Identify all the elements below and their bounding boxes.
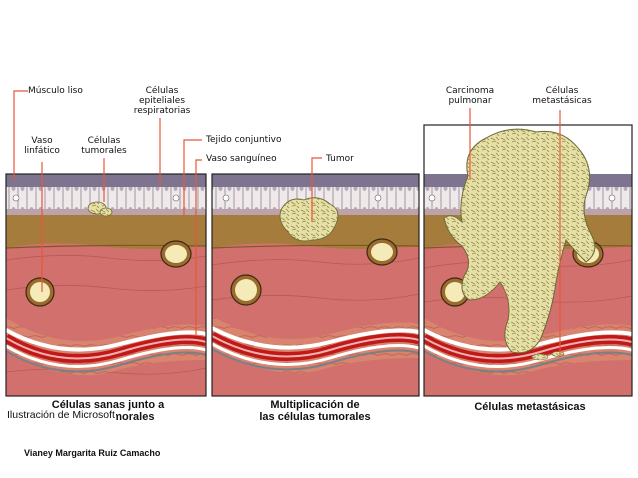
caption-panel3: Células metastásicas (474, 401, 586, 413)
label-celulas-metastasicas: Células metastásicas (532, 86, 592, 106)
panel3-frame (423, 124, 633, 397)
panel-metastatic-cells (424, 125, 632, 396)
image-credit: Ilustración de Microsoft (6, 409, 116, 421)
brown-connective-layer (6, 215, 206, 249)
leader-tejido-conjuntivo (183, 139, 202, 216)
tumor-cells-cluster (87, 201, 113, 217)
label-vaso-sanguineo: Vaso sanguíneo (206, 154, 277, 164)
panel-healthy-cells (6, 174, 206, 396)
leader-musculo-liso (13, 90, 28, 180)
tumor-mass (279, 197, 339, 242)
leader-lines (13, 90, 561, 356)
label-tejido-conjuntivo: Tejido conjuntivo (206, 135, 282, 145)
leader-tumor (311, 157, 322, 222)
label-vaso-linfatico: Vaso linfático (24, 136, 60, 156)
panel2-frame (211, 173, 420, 397)
epithelial-layer (6, 187, 206, 209)
label-tumor: Tumor (326, 154, 354, 164)
author-name: Vianey Margarita Ruiz Camacho (24, 448, 161, 458)
panel1-frame (5, 173, 207, 397)
lung-carcinoma-mass (443, 128, 596, 354)
label-celulas-tumorales: Células tumorales (81, 136, 127, 156)
top-membrane (6, 174, 206, 187)
panel-tumor-multiplication (212, 174, 419, 396)
label-celulas-epiteliales: Células epiteliales respiratorias (133, 86, 191, 116)
label-musculo-liso: Músculo liso (28, 86, 83, 96)
caption-panel2: Multiplicación de las células tumorales (259, 399, 371, 423)
label-carcinoma-pulmonar: Carcinoma pulmonar (445, 86, 495, 106)
leader-vaso-sanguineo (195, 159, 202, 336)
metastatic-cell (531, 353, 549, 361)
